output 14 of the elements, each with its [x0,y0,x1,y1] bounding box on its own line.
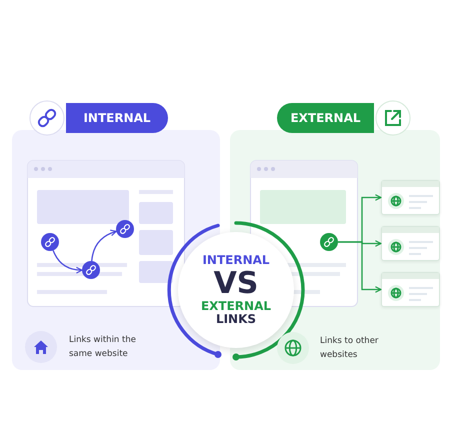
arrow [91,230,117,262]
caption-text: Links within the same website [69,334,137,361]
heading-text: VS [214,266,258,300]
arrow [338,241,382,293]
heading-pill: INTERNAL [66,103,168,133]
heading-pill: EXTERNAL [277,103,374,133]
website-card [381,272,440,307]
heading-text: INTERNAL [202,254,270,267]
website-card [381,180,440,215]
caption-text: Links to other websites [320,335,380,362]
arrow [52,250,83,274]
website-card [381,226,440,261]
heading-text: EXTERNAL [200,300,272,314]
heading-text: LINKS [216,313,256,326]
